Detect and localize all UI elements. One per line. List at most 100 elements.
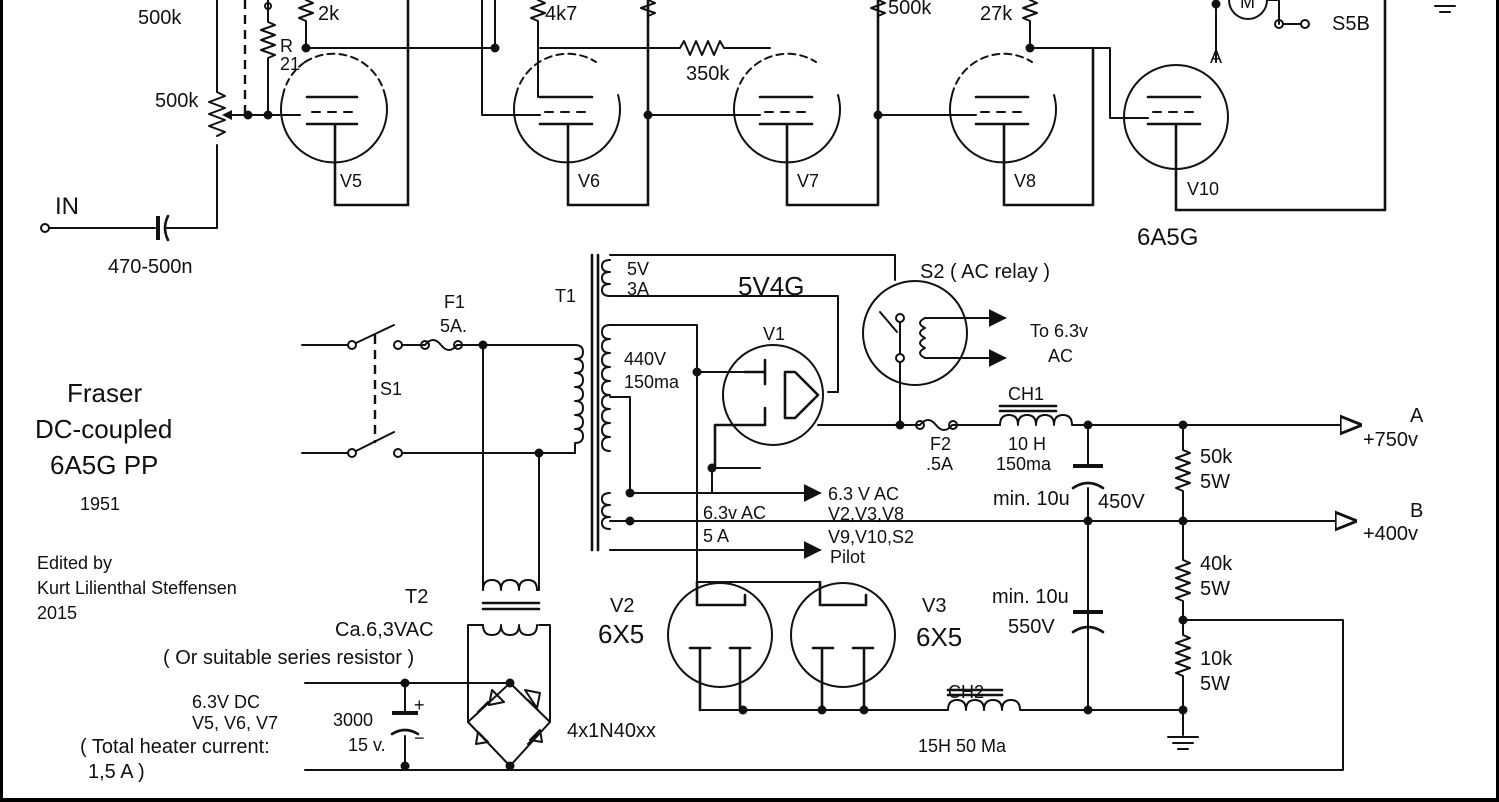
label-r21-r: R	[280, 36, 293, 56]
label-htr1-b: V2,V3,V8	[828, 504, 904, 524]
resistor-r21	[260, 0, 276, 116]
tube-v7	[647, 0, 880, 207]
amplifier-section	[40, 0, 1456, 242]
motor	[1228, 0, 1268, 20]
label-out-b: B	[1410, 500, 1423, 522]
label-to-ac: AC	[1048, 346, 1073, 366]
label-r40k: 40k	[1200, 553, 1233, 575]
label-v2-type: 6X5	[598, 619, 644, 649]
caption: Fraser DC-coupled 6A5G PP 1951 Edited by…	[35, 378, 237, 623]
label-node-a: A	[1210, 47, 1222, 67]
label-htr2-b: 5 A	[703, 526, 729, 546]
label-cap-in: 470-500n	[108, 256, 193, 278]
label-f1: F1	[444, 292, 465, 312]
label-r50k: 50k	[1200, 446, 1233, 468]
label-500k-top: 500k	[138, 7, 182, 29]
label-440v: 440V	[624, 349, 666, 369]
label-500k-b: 500k	[888, 0, 932, 19]
caption-line1: Fraser	[67, 378, 142, 408]
label-r50k-w: 5W	[1200, 471, 1230, 493]
label-cap1-v: 450V	[1098, 491, 1145, 513]
caption-edit2: Kurt Lilienthal Steffensen	[37, 578, 237, 598]
tube-v10	[1123, 0, 1387, 212]
label-v3: V3	[922, 595, 946, 617]
label-500k-pot: 500k	[155, 90, 199, 112]
label-to-63v: To 6.3v	[1030, 321, 1088, 341]
tube-v2-6x5	[667, 580, 773, 712]
label-150ma: 150ma	[624, 372, 680, 392]
label-t1: T1	[555, 286, 576, 306]
choke-ch1	[999, 414, 1360, 425]
caption-edit1: Edited by	[37, 553, 112, 573]
label-htr2-a: 6.3v AC	[703, 503, 766, 523]
label-f2: F2	[930, 434, 951, 454]
label-t2-spec: Ca.6,3VAC	[335, 619, 434, 641]
label-v8: V8	[1014, 171, 1036, 191]
label-f2-rating: .5A	[926, 454, 953, 474]
label-t2: T2	[405, 586, 428, 608]
caption-line2: DC-coupled	[35, 414, 172, 444]
label-r10k: 10k	[1200, 648, 1233, 670]
label-cap3-v: 15 v.	[348, 735, 386, 755]
label-s5b: S5B	[1332, 13, 1370, 35]
resistor-4k7	[530, 0, 546, 98]
tube-v6	[513, 0, 650, 207]
label-t2-alt: ( Or suitable series resistor )	[163, 647, 414, 669]
label-v5: V5	[340, 171, 362, 191]
label-5v4g: 5V4G	[738, 271, 805, 301]
label-out-b-v: +400v	[1363, 523, 1418, 545]
label-cap2: min. 10u	[992, 586, 1069, 608]
label-v6: V6	[578, 171, 600, 191]
label-ch2-spec: 15H 50 Ma	[918, 736, 1007, 756]
label-r40k-w: 5W	[1200, 578, 1230, 600]
caption-edit3: 2015	[37, 603, 77, 623]
label-htr1-a: 6.3 V AC	[828, 484, 899, 504]
pot-500k	[208, 0, 226, 137]
power-supply-section	[301, 253, 1360, 771]
label-cap3: 3000	[333, 710, 373, 730]
label-cap2-v: 550V	[1008, 616, 1055, 638]
label-v1: V1	[763, 324, 785, 344]
label-in: IN	[55, 193, 79, 220]
label-cap3-minus: −	[414, 728, 425, 748]
resistor-2k	[298, 0, 314, 49]
label-s2: S2 ( AC relay )	[920, 261, 1050, 283]
label-ch1-h: 10 H	[1008, 434, 1046, 454]
label-dc-c: ( Total heater current:	[80, 736, 270, 758]
label-2k: 2k	[318, 3, 340, 25]
label-htr3-a: V9,V10,S2	[828, 527, 914, 547]
tube-v3-6x5	[790, 580, 896, 712]
label-ch2: CH2	[948, 682, 984, 702]
label-5v: 5V	[627, 259, 649, 279]
label-v10: V10	[1187, 179, 1219, 199]
label-4k7: 4k7	[545, 3, 577, 25]
label-bridge: 4x1N40xx	[567, 720, 656, 742]
caption-year: 1951	[80, 494, 120, 514]
label-6a5g: 6A5G	[1137, 224, 1198, 251]
label-out-a: A	[1410, 405, 1424, 427]
label-out-a-v: +750v	[1363, 429, 1418, 451]
label-motor: M	[1240, 0, 1255, 12]
tube-v5	[280, 0, 410, 207]
label-v2: V2	[610, 595, 634, 617]
label-f1-rating: 5A.	[440, 316, 467, 336]
label-v3-type: 6X5	[916, 622, 962, 652]
label-cap3-plus: +	[414, 695, 425, 715]
label-27k: 27k	[980, 3, 1013, 25]
caption-line3: 6A5G PP	[50, 450, 158, 480]
top-labels: 500k 500k 2k R 21 4k7 350k 500k 27k M S5…	[55, 0, 1370, 278]
input-terminal	[40, 223, 50, 233]
label-350k: 350k	[686, 63, 730, 85]
label-ch1: CH1	[1008, 384, 1044, 404]
bridge-rectifier	[467, 682, 551, 767]
label-r10k-w: 5W	[1200, 673, 1230, 695]
tube-v8	[949, 46, 1095, 207]
divider-resistors	[1175, 424, 1191, 736]
choke-ch2	[947, 699, 1184, 711]
label-htr3-b: Pilot	[830, 547, 865, 567]
label-s1: S1	[380, 379, 402, 399]
label-v7: V7	[797, 171, 819, 191]
resistor-350k	[539, 40, 771, 56]
